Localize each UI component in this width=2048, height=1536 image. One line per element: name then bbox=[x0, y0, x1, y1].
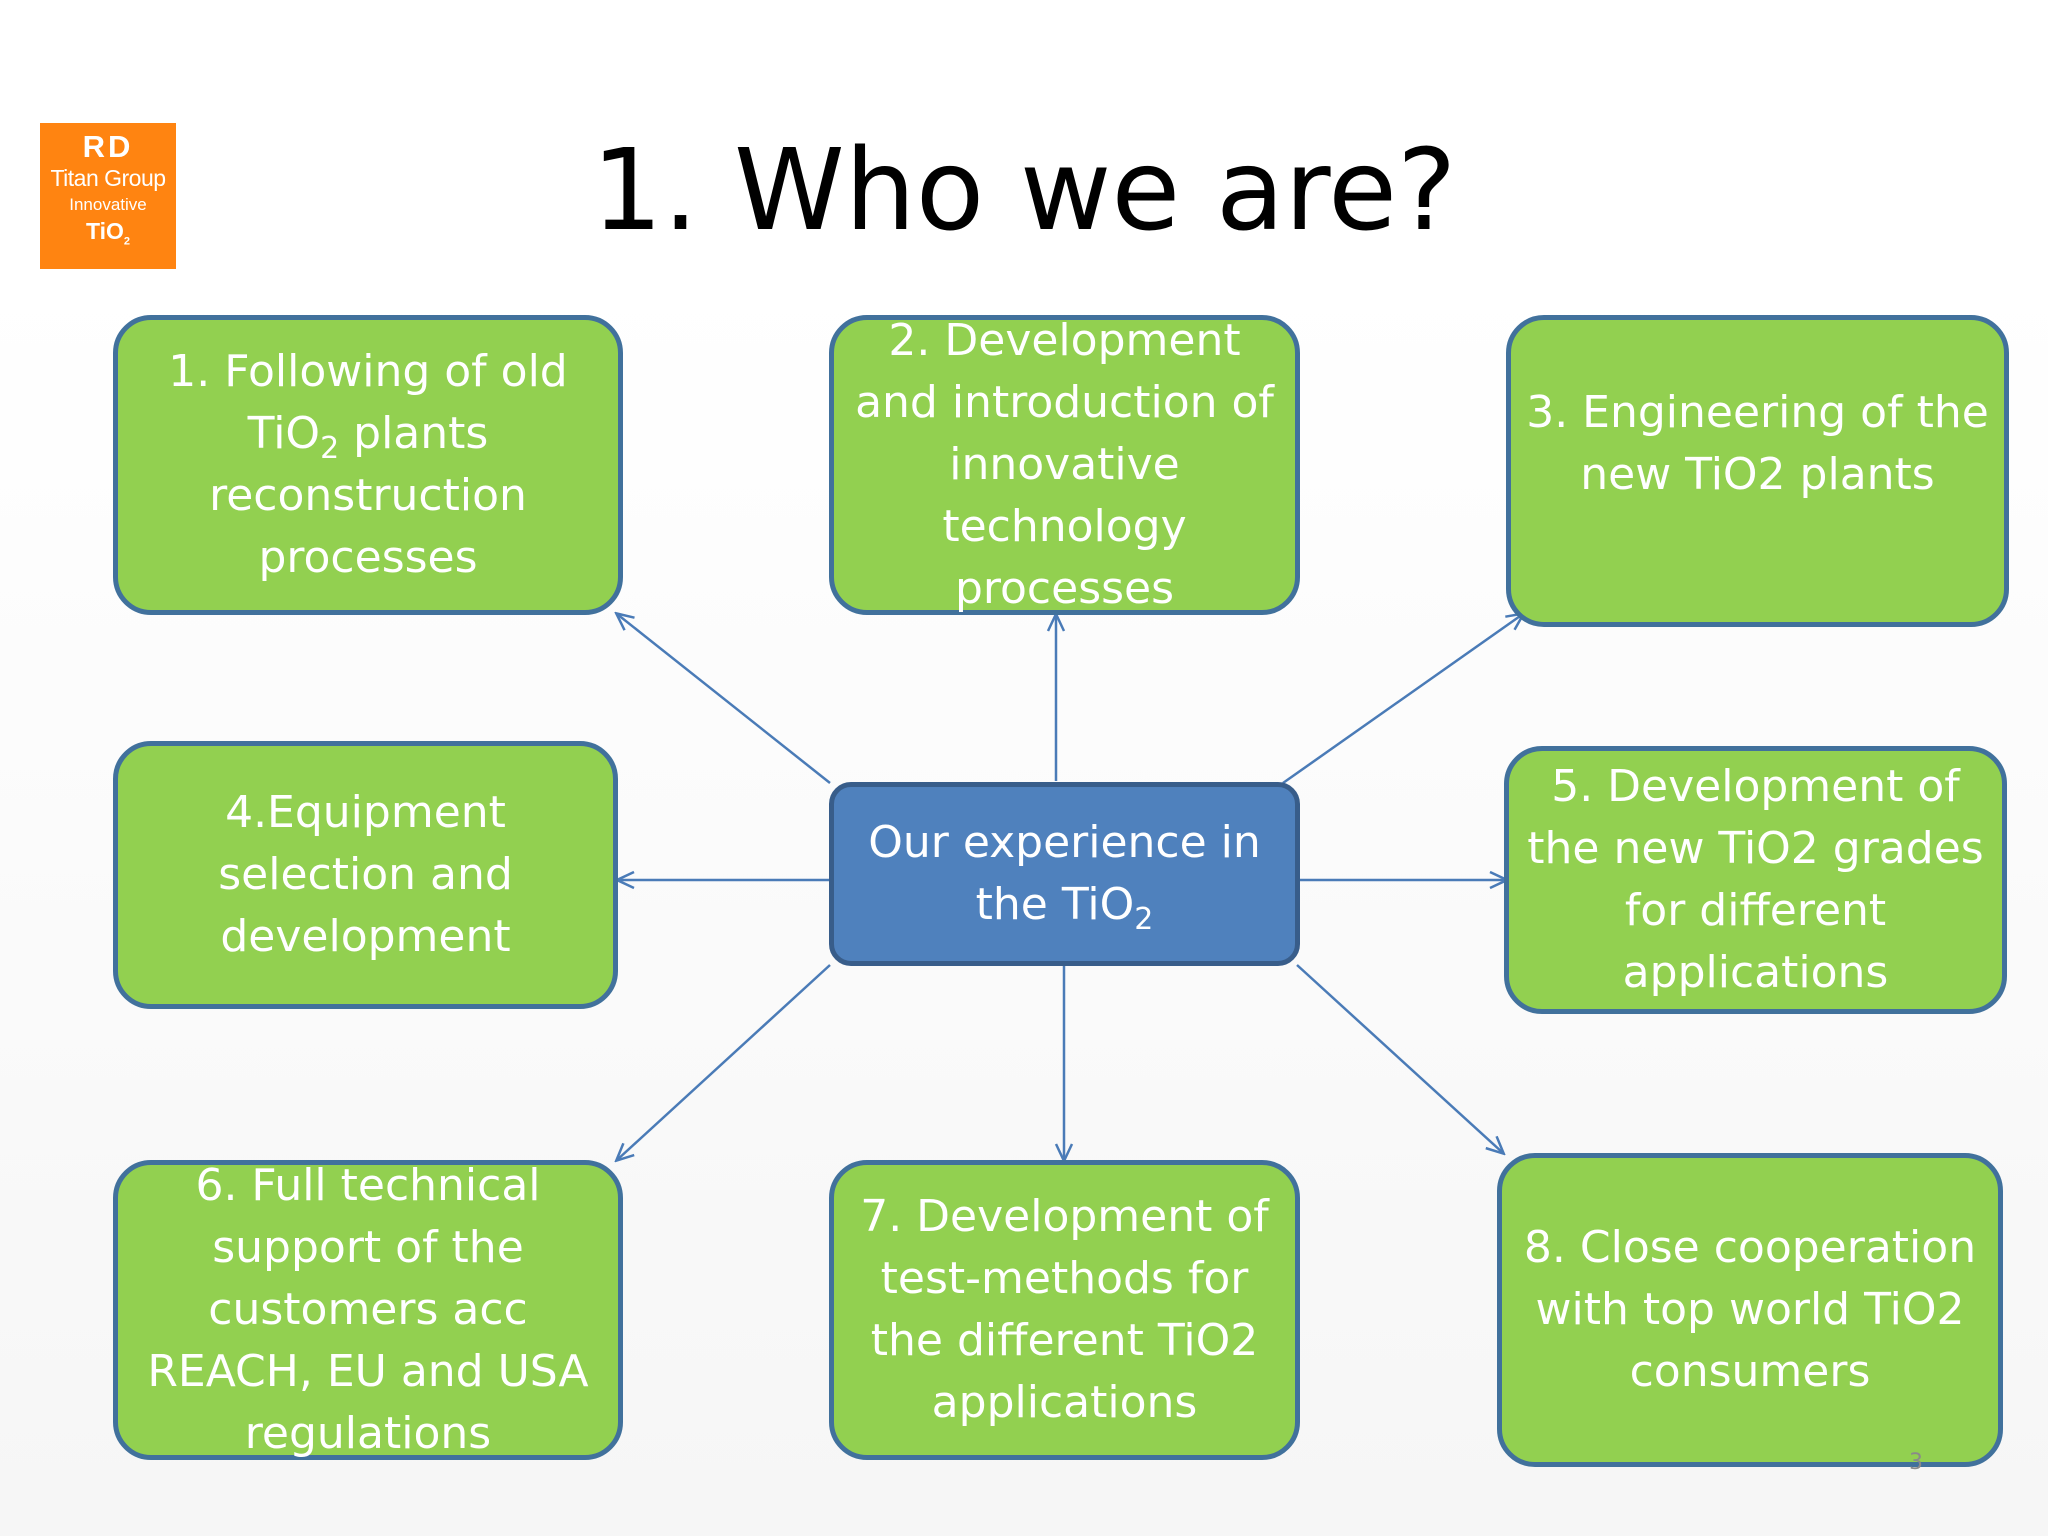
box-6-technical-support: 6. Full technical support of the custome… bbox=[113, 1160, 623, 1460]
box-1-text-post: plants reconstruction processes bbox=[209, 408, 527, 583]
box-5-label: 5. Development of the new TiO2 grades fo… bbox=[1527, 761, 1984, 998]
center-node-experience: Our experience in the TiO2 bbox=[829, 782, 1300, 966]
box-4-label: 4.Equipment selection and development bbox=[218, 787, 513, 962]
box-1-label: 1. Following of old TiO2 plants reconstr… bbox=[128, 341, 608, 589]
box-7-test-methods: 7. Development of test-methods for the d… bbox=[829, 1160, 1300, 1460]
box-3-label: 3. Engineering of the new TiO2 plants bbox=[1526, 387, 1989, 500]
box-8-label: 8. Close cooperation with top world TiO2… bbox=[1523, 1222, 1977, 1397]
logo-group-text: Titan Group bbox=[50, 165, 166, 191]
box-2-development-introduction: 2. Development and introduction of innov… bbox=[829, 315, 1300, 615]
arrow-to-box-3 bbox=[1282, 614, 1523, 785]
box-7-label: 7. Development of test-methods for the d… bbox=[860, 1191, 1269, 1428]
box-1-following-old-plants: 1. Following of old TiO2 plants reconstr… bbox=[113, 315, 623, 615]
logo-tio-base: TiO bbox=[85, 218, 124, 244]
box-1-subscript: 2 bbox=[320, 430, 340, 466]
box-4-equipment-selection: 4.Equipment selection and development bbox=[113, 741, 618, 1009]
box-6-label: 6. Full technical support of the custome… bbox=[147, 1160, 589, 1459]
arrow-to-box-6 bbox=[617, 964, 831, 1160]
box-3-engineering-plants: 3. Engineering of the new TiO2 plants bbox=[1506, 315, 2009, 627]
arrow-to-box-1 bbox=[617, 614, 831, 784]
box-5-new-grades: 5. Development of the new TiO2 grades fo… bbox=[1504, 746, 2007, 1014]
box-1-text-pre: 1. Following of old TiO bbox=[168, 346, 568, 459]
box-8-close-cooperation: 8. Close cooperation with top world TiO2… bbox=[1497, 1153, 2003, 1467]
slide-title: 1. Who we are? bbox=[591, 126, 1457, 256]
center-node-text: Our experience in the TiO bbox=[868, 817, 1261, 930]
logo-rd-text: RD bbox=[82, 129, 134, 164]
logo-tio2-text: TiO2 bbox=[40, 218, 176, 255]
logo-tio-subscript: 2 bbox=[123, 235, 131, 248]
logo-innovative-text: Innovative bbox=[69, 195, 147, 214]
center-node-label: Our experience in the TiO2 bbox=[844, 812, 1285, 936]
arrow-to-box-8 bbox=[1296, 964, 1503, 1153]
company-logo: RD Titan Group Innovative TiO2 bbox=[40, 123, 176, 269]
page-number: 3 bbox=[1909, 1450, 1923, 1475]
box-2-label: 2. Development and introduction of innov… bbox=[855, 315, 1274, 614]
center-node-subscript: 2 bbox=[1134, 901, 1154, 937]
